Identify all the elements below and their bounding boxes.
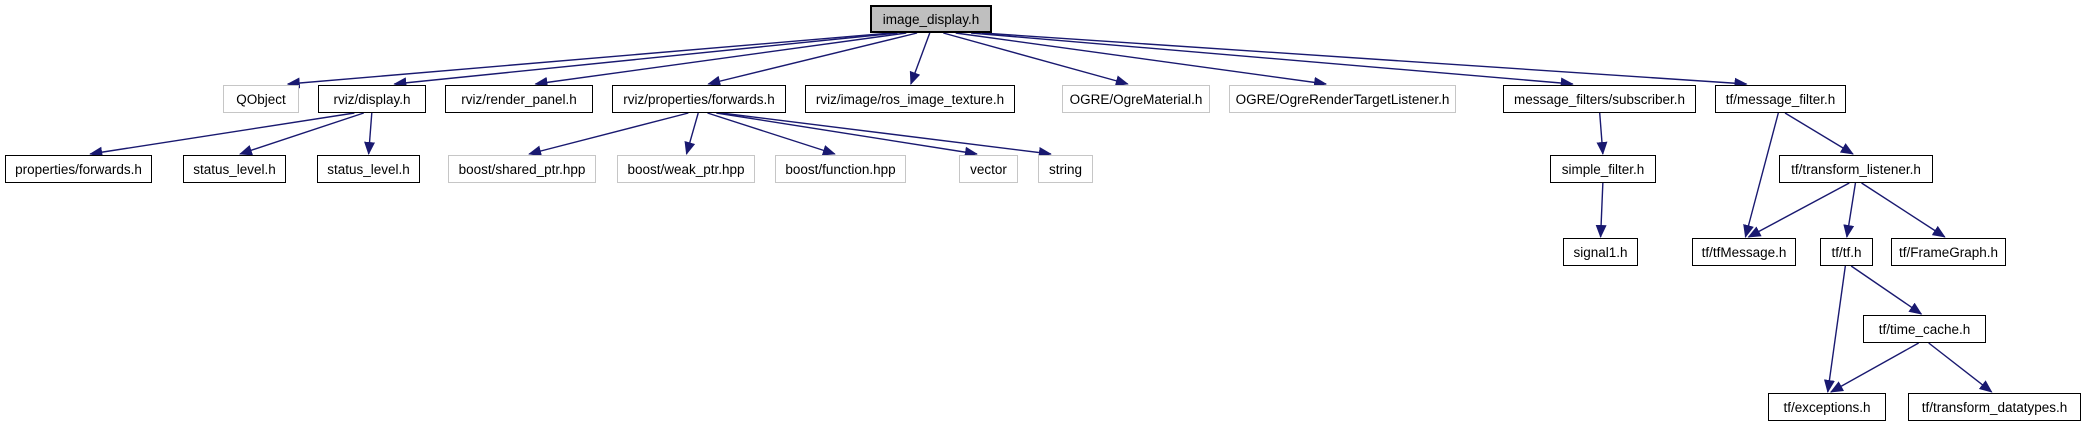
graph-node-label: tf/tf.h	[1831, 244, 1862, 260]
graph-node-label: tf/message_filter.h	[1725, 91, 1836, 107]
graph-node-ros_image_texture[interactable]: rviz/image/ros_image_texture.h	[805, 85, 1015, 113]
edge-image_display-tf_message_filter	[981, 32, 1748, 89]
graph-node-label: image_display.h	[882, 11, 980, 27]
graph-node-label: boost/shared_ptr.hpp	[458, 161, 586, 177]
graph-node-label: status_level.h	[327, 161, 410, 177]
edge-time_cache-exceptions	[1830, 342, 1919, 393]
edge-display-status2	[364, 112, 376, 155]
graph-node-mf_subscriber[interactable]: message_filters/subscriber.h	[1503, 85, 1696, 113]
graph-node-label: QObject	[236, 91, 286, 107]
graph-node-label: properties/forwards.h	[15, 161, 142, 177]
graph-node-framegraph[interactable]: tf/FrameGraph.h	[1891, 238, 2006, 266]
edge-image_display-ros_image_texture	[909, 32, 931, 85]
edge-transform_listener-tfmessage	[1747, 182, 1850, 238]
edge-transform_listener-tftf	[1843, 182, 1857, 238]
graph-node-render_panel[interactable]: rviz/render_panel.h	[445, 85, 593, 113]
edge-tftf-time_cache	[1850, 265, 1923, 315]
edge-prop_forwards-shared_ptr	[528, 112, 689, 157]
edge-display-forwards2	[89, 112, 355, 158]
edge-tf_message_filter-tfmessage	[1743, 112, 1779, 238]
graph-node-status1[interactable]: status_level.h	[183, 155, 286, 183]
edge-prop_forwards-function	[707, 112, 836, 156]
graph-node-label: vector	[970, 161, 1007, 177]
graph-node-label: OGRE/OgreRenderTargetListener.h	[1235, 91, 1450, 107]
graph-node-function[interactable]: boost/function.hpp	[775, 155, 906, 183]
graph-node-label: tf/exceptions.h	[1783, 399, 1871, 415]
graph-node-ogre_rtl[interactable]: OGRE/OgreRenderTargetListener.h	[1229, 85, 1456, 113]
graph-node-time_cache[interactable]: tf/time_cache.h	[1863, 315, 1986, 343]
graph-node-simple_filter[interactable]: simple_filter.h	[1550, 155, 1656, 183]
graph-node-label: status_level.h	[193, 161, 276, 177]
edge-image_display-prop_forwards	[707, 32, 918, 87]
graph-node-label: boost/function.hpp	[785, 161, 896, 177]
edge-transform_listener-framegraph	[1861, 182, 1946, 238]
graph-node-transform_datatypes[interactable]: tf/transform_datatypes.h	[1908, 393, 2081, 421]
graph-node-tf_message_filter[interactable]: tf/message_filter.h	[1715, 85, 1846, 113]
graph-node-label: string	[1048, 161, 1082, 177]
graph-node-label: signal1.h	[1573, 244, 1628, 260]
graph-node-transform_listener[interactable]: tf/transform_listener.h	[1779, 155, 1933, 183]
edge-mf_subscriber-simple_filter	[1596, 112, 1608, 155]
edge-image_display-ogre_material	[943, 32, 1129, 87]
graph-node-label: tf/tfMessage.h	[1701, 244, 1787, 260]
graph-node-label: rviz/properties/forwards.h	[623, 91, 775, 107]
graph-node-qobject[interactable]: QObject	[223, 85, 299, 113]
graph-node-label: tf/transform_listener.h	[1791, 161, 1921, 177]
graph-node-tftf[interactable]: tf/tf.h	[1820, 238, 1873, 266]
edge-image_display-qobject	[286, 32, 891, 89]
edge-display-status1	[239, 112, 364, 156]
graph-node-status2[interactable]: status_level.h	[317, 155, 420, 183]
graph-node-forwards2[interactable]: properties/forwards.h	[5, 155, 152, 183]
edge-image_display-display	[393, 32, 898, 89]
edge-simple_filter-signal1	[1595, 182, 1607, 238]
edge-prop_forwards-vector	[716, 112, 978, 158]
edge-tf_message_filter-transform_listener	[1784, 112, 1854, 155]
edge-prop_forwards-weak_ptr	[684, 112, 699, 155]
graph-node-label: boost/weak_ptr.hpp	[627, 161, 745, 177]
graph-node-shared_ptr[interactable]: boost/shared_ptr.hpp	[448, 155, 596, 183]
edge-image_display-render_panel	[534, 32, 907, 88]
graph-node-vector[interactable]: vector	[959, 155, 1018, 183]
edge-prop_forwards-string	[720, 112, 1052, 158]
graph-node-exceptions[interactable]: tf/exceptions.h	[1768, 393, 1886, 421]
graph-node-label: tf/transform_datatypes.h	[1921, 399, 2068, 415]
graph-node-signal1[interactable]: signal1.h	[1563, 238, 1638, 266]
edge-time_cache-transform_datatypes	[1928, 342, 1993, 393]
graph-node-display[interactable]: rviz/display.h	[318, 85, 426, 113]
edge-image_display-mf_subscriber	[971, 32, 1574, 89]
graph-node-label: tf/FrameGraph.h	[1898, 244, 1999, 260]
graph-node-label: rviz/display.h	[333, 91, 411, 107]
graph-node-prop_forwards[interactable]: rviz/properties/forwards.h	[612, 85, 786, 113]
edge-tftf-exceptions	[1823, 265, 1847, 393]
graph-node-label: rviz/render_panel.h	[461, 91, 577, 107]
graph-node-label: message_filters/subscriber.h	[1513, 91, 1686, 107]
graph-node-label: tf/time_cache.h	[1878, 321, 1971, 337]
graph-node-label: OGRE/OgreMaterial.h	[1069, 91, 1203, 107]
graph-node-string[interactable]: string	[1038, 155, 1093, 183]
edge-image_display-ogre_rtl	[955, 32, 1328, 88]
graph-node-image_display[interactable]: image_display.h	[870, 5, 992, 33]
graph-node-tfmessage[interactable]: tf/tfMessage.h	[1692, 238, 1796, 266]
graph-node-label: simple_filter.h	[1561, 161, 1645, 177]
graph-node-label: rviz/image/ros_image_texture.h	[815, 91, 1005, 107]
graph-node-weak_ptr[interactable]: boost/weak_ptr.hpp	[617, 155, 755, 183]
graph-node-ogre_material[interactable]: OGRE/OgreMaterial.h	[1062, 85, 1210, 113]
